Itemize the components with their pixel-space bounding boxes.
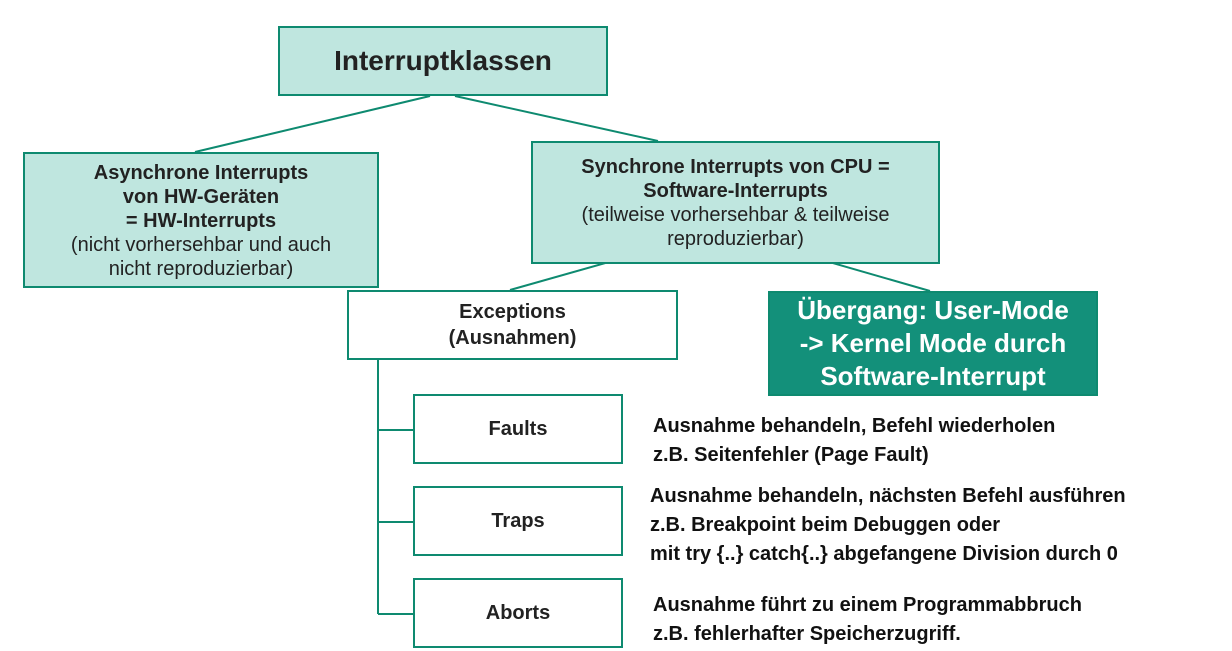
aborts-desc-line: Ausnahme führt zu einem Programmabbruch [653,594,1082,616]
faults-label: Faults [488,417,548,440]
traps-desc-line: Ausnahme behandeln, nächsten Befehl ausf… [650,485,1126,507]
sync-note-line: (teilweise vorhersehbar & teilweise [581,203,890,226]
sync-note-line: reproduzierbar) [667,227,804,250]
async-interrupts-node: Asynchrone Interrupts von HW-Geräten = H… [23,152,379,288]
root-label: Interruptklassen [334,45,552,76]
connector-root-sync [454,95,659,142]
faults-desc-line: z.B. Seitenfehler (Page Fault) [653,444,929,466]
faults-desc-line: Ausnahme behandeln, Befehl wiederholen [653,415,1056,437]
aborts-node: Aborts [413,578,623,648]
sync-title-line: Software-Interrupts [643,179,828,202]
root-node-interruptklassen: Interruptklassen [278,26,608,96]
traps-node: Traps [413,486,623,556]
traps-description: Ausnahme behandeln, nächsten Befehl ausf… [650,482,1126,569]
exceptions-line: (Ausnahmen) [448,327,577,349]
aborts-desc-line: z.B. fehlerhafter Speicherzugriff. [653,623,961,645]
sync-title-line: Synchrone Interrupts von CPU = [581,155,890,178]
traps-desc-line: mit try {..} catch{..} abgefangene Divis… [650,543,1118,565]
traps-desc-line: z.B. Breakpoint beim Debuggen oder [650,514,1001,536]
transition-line: Software-Interrupt [820,361,1046,391]
exceptions-node: Exceptions (Ausnahmen) [347,290,678,360]
exceptions-line: Exceptions [459,301,566,323]
async-note-line: (nicht vorhersehbar und auch [70,234,332,256]
faults-node: Faults [413,394,623,464]
transition-node: Übergang: User-Mode -> Kernel Mode durch… [768,291,1098,396]
transition-line: Übergang: User-Mode [797,295,1069,325]
async-note-line: nicht reproduzierbar) [108,258,294,280]
faults-description: Ausnahme behandeln, Befehl wiederholen z… [653,412,1055,470]
async-title-line: = HW-Interrupts [125,210,277,232]
transition-line: -> Kernel Mode durch [799,328,1067,358]
aborts-description: Ausnahme führt zu einem Programmabbruch … [653,591,1082,649]
traps-label: Traps [491,509,545,532]
async-title-line: Asynchrone Interrupts [93,162,309,184]
aborts-label: Aborts [485,601,551,624]
connector-root-async [194,95,431,153]
async-title-line: von HW-Geräten [122,186,280,208]
sync-interrupts-node: Synchrone Interrupts von CPU = Software-… [531,141,940,264]
